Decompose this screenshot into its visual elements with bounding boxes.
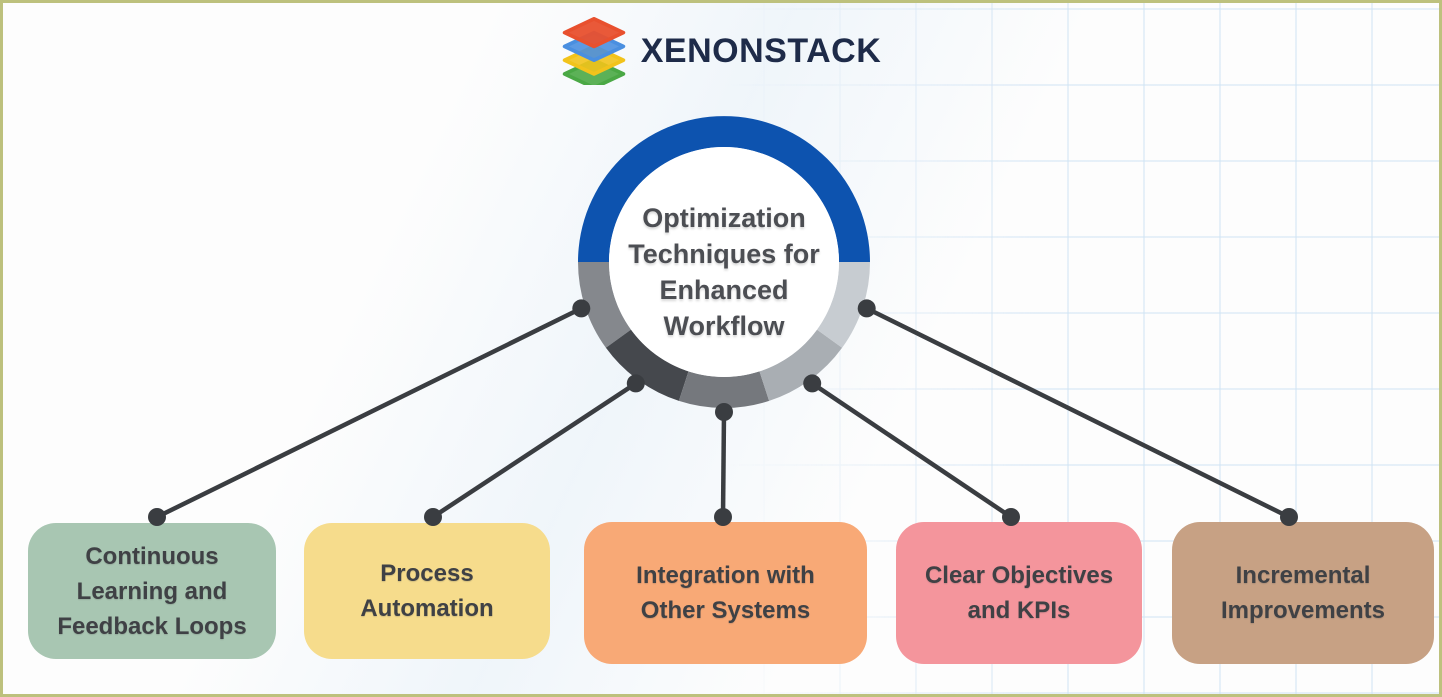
xenonstack-logo: XENONSTACK bbox=[3, 15, 1439, 87]
node-label: Continuous Learning and Feedback Loops bbox=[57, 542, 247, 640]
node-continuous-learning-feedback-loops: Continuous Learning and Feedback Loops bbox=[28, 523, 276, 659]
node-incremental-improvements: Incremental Improvements bbox=[1172, 522, 1434, 664]
hub-title: Optimization Techniques for Enhanced Wor… bbox=[589, 200, 859, 344]
hub-title-line: Enhanced bbox=[659, 275, 789, 305]
hub-title-line: Workflow bbox=[663, 311, 785, 341]
node-label: Integration with Other Systems bbox=[636, 562, 815, 624]
layer-stack-icon bbox=[562, 17, 625, 85]
node-integration-other-systems: Integration with Other Systems bbox=[584, 522, 867, 664]
brand-text: XENONSTACK bbox=[640, 31, 882, 70]
node-label: Incremental Improvements bbox=[1220, 562, 1386, 624]
node-label: Clear Objectives and KPIs bbox=[924, 562, 1114, 624]
hub-title-line: Optimization bbox=[642, 203, 806, 233]
node-label: Process Automation bbox=[360, 560, 494, 622]
node-clear-objectives-kpis: Clear Objectives and KPIs bbox=[896, 522, 1142, 664]
hub-title-line: Techniques for bbox=[628, 239, 820, 269]
node-process-automation: Process Automation bbox=[304, 523, 550, 659]
